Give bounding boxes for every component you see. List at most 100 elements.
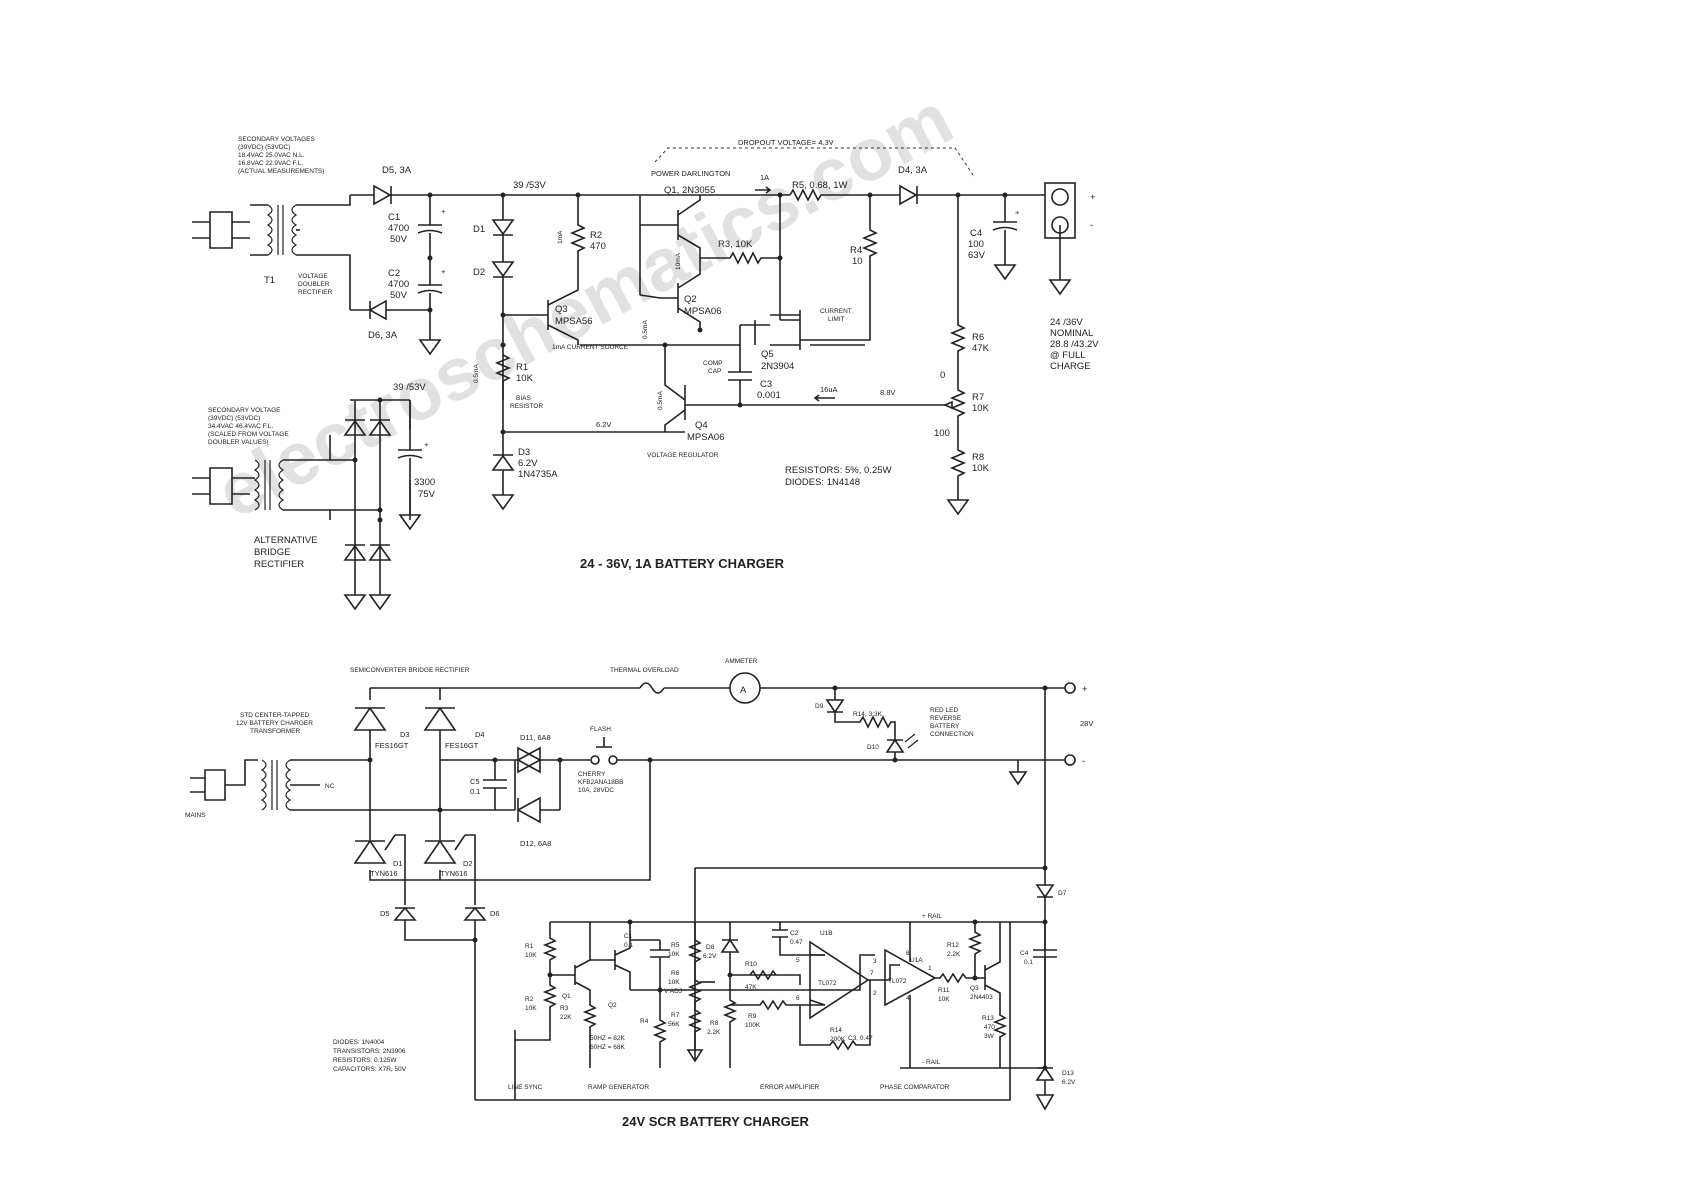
mains-plug-1 — [192, 211, 250, 249]
reverse-battery-note: RED LED REVERSE BATTERY CONNECTION — [930, 707, 974, 738]
error-amplifier-label: ERROR AMPLIFIER — [760, 1084, 820, 1091]
svg-text:+: + — [1015, 208, 1020, 217]
svg-text:FLASH: FLASH — [590, 726, 611, 733]
diode-d12 — [516, 796, 560, 824]
charger-1-title: 24 - 36V, 1A BATTERY CHARGER — [580, 556, 785, 571]
svg-text:D9: D9 — [815, 703, 824, 710]
secondary-voltage-notes: SECONDARY VOLTAGES (39VDC) (53VDC) 18.4V… — [238, 136, 324, 175]
svg-text:NC: NC — [325, 783, 335, 790]
transistor-q2: Q2 MPSA06 — [660, 258, 722, 330]
svg-text:1N4735A: 1N4735A — [518, 469, 558, 480]
svg-text:10mA: 10mA — [675, 252, 682, 270]
resistor-r2 — [569, 195, 587, 268]
svg-text:D5, 3A: D5, 3A — [382, 165, 412, 176]
svg-text:R6: R6 — [671, 970, 680, 977]
svg-text:10K: 10K — [972, 463, 990, 474]
svg-text:10K: 10K — [525, 1005, 537, 1012]
svg-text:SECONDARY VOLTAGE: SECONDARY VOLTAGE — [208, 407, 281, 414]
svg-text:U1A: U1A — [910, 957, 923, 964]
scr-d2 — [423, 834, 466, 864]
svg-text:3W: 3W — [984, 1033, 995, 1040]
svg-text:6: 6 — [796, 995, 800, 1002]
resistor-r10 — [749, 969, 777, 981]
svg-text:12V BATTERY CHARGER: 12V BATTERY CHARGER — [236, 720, 313, 727]
svg-text:10K: 10K — [972, 403, 990, 414]
svg-text:470: 470 — [984, 1024, 995, 1031]
svg-text:C4: C4 — [970, 228, 982, 239]
svg-text:(39VDC) (53VDC): (39VDC) (53VDC) — [208, 415, 260, 422]
resistor-r4 — [800, 195, 879, 341]
bias-resistor-label: RESISTOR — [510, 403, 543, 410]
svg-text:75V: 75V — [418, 489, 436, 500]
svg-text:Q3: Q3 — [555, 304, 568, 315]
svg-text:18.4VAC 25.0VAC N.L.: 18.4VAC 25.0VAC N.L. — [238, 152, 305, 159]
ground-symbol — [418, 339, 442, 356]
svg-text:BRIDGE: BRIDGE — [254, 547, 290, 558]
svg-text:MAINS: MAINS — [185, 812, 206, 819]
ramp-generator-label: RAMP GENERATOR — [588, 1084, 649, 1091]
svg-text:R8: R8 — [972, 452, 984, 463]
svg-text:50V: 50V — [390, 234, 408, 245]
svg-text:Q2: Q2 — [684, 294, 697, 305]
svg-text:D1: D1 — [393, 859, 403, 868]
svg-text:100: 100 — [934, 428, 950, 439]
svg-text:R14: R14 — [830, 1027, 842, 1034]
svg-text:50V: 50V — [390, 290, 408, 301]
svg-text:3300: 3300 — [414, 477, 435, 488]
svg-text:TL072: TL072 — [818, 980, 837, 987]
svg-text:D5: D5 — [380, 909, 390, 918]
svg-text:CAPACITORS: X7R, 50V: CAPACITORS: X7R, 50V — [333, 1066, 407, 1073]
svg-text:+: + — [441, 207, 446, 216]
svg-text:STD CENTER-TAPPED: STD CENTER-TAPPED — [240, 712, 310, 719]
svg-text:R8: R8 — [710, 1020, 719, 1027]
svg-text:MPSA06: MPSA06 — [687, 432, 725, 443]
svg-text:ALTERNATIVE: ALTERNATIVE — [254, 535, 318, 546]
svg-text:C5: C5 — [470, 777, 480, 786]
capacitor-c4 — [992, 195, 1018, 265]
svg-text:1mA: 1mA — [557, 230, 564, 244]
svg-text:(39VDC) (53VDC): (39VDC) (53VDC) — [238, 144, 290, 151]
diodes-note: DIODES: 1N4148 — [785, 477, 860, 488]
svg-text:R5: R5 — [671, 942, 680, 949]
transistor-q1: Q1, 2N3055 — [640, 185, 715, 258]
svg-text:R1: R1 — [516, 362, 528, 373]
diode-d4-fes16gt — [423, 706, 457, 731]
zener-d8-r8 — [720, 922, 740, 1068]
svg-text:1A: 1A — [760, 173, 769, 182]
dropout-voltage-bracket — [654, 147, 976, 179]
svg-text:60HZ = 68K: 60HZ = 68K — [590, 1044, 626, 1051]
svg-text:0.5mA: 0.5mA — [473, 364, 480, 383]
resistor-divider-r6-r7-r8 — [949, 195, 967, 500]
svg-text:6.2V: 6.2V — [703, 953, 717, 960]
svg-text:4: 4 — [906, 995, 910, 1002]
svg-text:TYN616: TYN616 — [440, 869, 468, 878]
svg-text:R2: R2 — [525, 996, 534, 1003]
svg-text:NOMINAL: NOMINAL — [1050, 328, 1093, 339]
capacitor-c1 — [650, 940, 670, 990]
zener-d13 — [1035, 1066, 1055, 1095]
svg-text:2.2K: 2.2K — [947, 951, 961, 958]
svg-text:T1: T1 — [264, 275, 275, 286]
svg-text:6.2V: 6.2V — [518, 458, 538, 469]
svg-text:R4: R4 — [640, 1018, 649, 1025]
diode-d9-r14 — [825, 688, 896, 740]
charger-2-notes: DIODES: 1N4004 TRANSISTORS: 2N3906 RESIS… — [333, 1039, 407, 1073]
transistor-q4: Q4 MPSA06 VOLTAGE REGULATOR 0.5mA — [647, 345, 945, 459]
diode-d5: D5, 3A — [373, 165, 412, 206]
resistors-note: RESISTORS: 5%, 0.25W — [785, 465, 892, 476]
svg-text:34.4VAC 46.4VAC F.L.: 34.4VAC 46.4VAC F.L. — [208, 423, 273, 430]
svg-text:4700: 4700 — [388, 279, 409, 290]
svg-text:C1: C1 — [624, 933, 633, 940]
svg-text:Q3: Q3 — [970, 985, 979, 992]
resistor-r3 — [700, 251, 780, 265]
charger-2-title: 24V SCR BATTERY CHARGER — [622, 1114, 809, 1129]
svg-text:R11: R11 — [938, 987, 950, 994]
svg-text:D3: D3 — [518, 447, 530, 458]
svg-text:C4: C4 — [1020, 950, 1029, 957]
svg-text:1mA CURRENT SOURCE: 1mA CURRENT SOURCE — [552, 344, 629, 351]
svg-text:TL072: TL072 — [888, 978, 907, 985]
svg-text:D6, 3A: D6, 3A — [368, 330, 398, 341]
svg-text:5: 5 — [796, 957, 800, 964]
alternative-bridge-label: RECTIFIER — [254, 559, 304, 570]
